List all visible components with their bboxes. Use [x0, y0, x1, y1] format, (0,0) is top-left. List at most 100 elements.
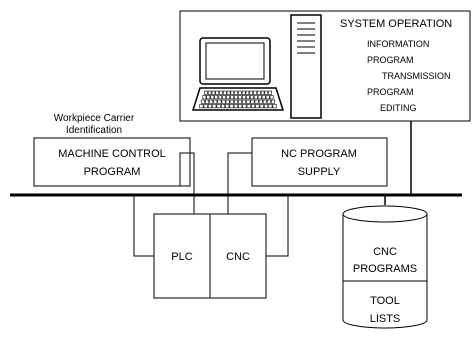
keyboard-key	[204, 90, 208, 95]
keyboard-key	[216, 104, 221, 109]
keyboard-key	[269, 95, 274, 100]
keyboard-key	[207, 104, 213, 109]
keyboard-key	[246, 99, 251, 104]
keyboard-key	[271, 99, 276, 104]
keyboard-key	[268, 104, 273, 109]
database-cylinder-icon	[342, 205, 428, 329]
keyboard-key	[246, 104, 251, 109]
keyboard-key	[217, 99, 222, 104]
keyboard-key	[226, 95, 230, 100]
keyboard-key	[218, 95, 223, 100]
editing-label: EDITING	[380, 103, 417, 113]
workstation-box	[179, 10, 471, 122]
keyboard-key	[249, 90, 254, 95]
machine-control-to-plc-connector	[179, 152, 195, 214]
program-label-2: PROGRAM	[367, 87, 414, 97]
program-label-1: PROGRAM	[367, 55, 414, 65]
keyboard-key	[245, 90, 250, 95]
keyboard-key	[258, 99, 263, 104]
keyboard-key	[264, 90, 269, 95]
keyboard-key	[238, 104, 243, 109]
nc-program-supply-box	[251, 137, 388, 187]
machine-control-label: MACHINE CONTROL	[58, 148, 166, 160]
keyboard-key	[230, 95, 234, 100]
keyboard-key	[234, 95, 238, 100]
keyboard-key	[207, 90, 212, 95]
keyboard-key	[259, 104, 264, 109]
keyboard-key	[238, 90, 242, 95]
tool-lists-label-2: LISTS	[370, 313, 401, 325]
keyboard-key	[219, 90, 223, 95]
keyboard-key	[233, 99, 238, 104]
keyboard-key	[251, 104, 256, 109]
keyboard-key	[254, 99, 259, 104]
computer-monitor-icon	[199, 37, 271, 85]
keyboard-key	[253, 95, 258, 100]
transmission-label: TRANSMISSION	[382, 71, 451, 81]
keyboard-key	[253, 90, 257, 95]
keyboard-key	[215, 90, 220, 95]
keyboard-key	[250, 99, 255, 104]
keyboard-key	[225, 104, 230, 109]
cnc-programs-label-2: PROGRAMS	[353, 263, 417, 275]
keyboard-key	[256, 90, 261, 95]
workpiece-carrier-label: Workpiece Carrier	[54, 113, 135, 124]
nc-supply-to-cnc-connector	[227, 152, 252, 214]
nc-program-label: NC PROGRAM	[281, 148, 357, 160]
keyboard-key	[238, 99, 243, 104]
keyboard-key	[214, 95, 219, 100]
keyboard-key	[222, 95, 227, 100]
keyboard-key	[229, 104, 234, 109]
keyboard-key	[262, 99, 267, 104]
keyboard-key	[272, 104, 277, 109]
keyboard-key	[226, 90, 231, 95]
keyboard-key	[222, 90, 227, 95]
keyboard-key	[246, 95, 250, 100]
keyboard-key	[241, 90, 246, 95]
keyboard-key	[234, 90, 238, 95]
supply-label: SUPPLY	[298, 166, 341, 178]
keyboard-key	[249, 95, 254, 100]
keyboard-key	[200, 99, 205, 104]
keyboard-key	[199, 104, 204, 109]
keyboard-key	[260, 90, 265, 95]
keyboard-key	[221, 99, 226, 104]
keyboard-key	[255, 104, 260, 109]
machine-control-program-label: PROGRAM	[84, 166, 141, 178]
keyboard-key	[229, 99, 234, 104]
keyboard-key	[225, 99, 230, 104]
computer-tower-icon	[290, 14, 322, 119]
keyboard-key	[203, 104, 208, 109]
keyboard-key	[242, 99, 247, 104]
keyboard-key	[238, 95, 242, 100]
plc-label: PLC	[171, 251, 192, 263]
keyboard-key	[206, 95, 211, 100]
information-label: INFORMATION	[367, 39, 429, 49]
keyboard-key	[242, 95, 246, 100]
keyboard-key	[202, 95, 207, 100]
keyboard-key	[220, 104, 225, 109]
keyboard-key	[209, 99, 214, 104]
bus-to-cnc-connector	[266, 195, 289, 257]
keyboard-key	[205, 99, 209, 104]
keyboard-key	[268, 90, 272, 95]
keyboard-key	[265, 95, 270, 100]
system-operation-label: SYSTEM OPERATION	[340, 18, 452, 30]
keyboard-key	[242, 104, 247, 109]
tool-lists-label-1: TOOL	[370, 295, 400, 307]
cnc-label: CNC	[226, 251, 250, 263]
machine-control-program-box	[33, 137, 191, 187]
keyboard-icon	[191, 87, 285, 111]
keyboard-key	[212, 104, 217, 109]
cnc-programs-label-1: CNC	[373, 246, 397, 258]
keyboard-key	[257, 95, 262, 100]
keyboard-key	[213, 99, 218, 104]
bus-to-plc-connector	[133, 195, 154, 257]
keyboard-key	[230, 90, 235, 95]
keyboard-key	[263, 104, 269, 109]
keyboard-key	[211, 90, 216, 95]
identification-label: Identification	[66, 125, 122, 136]
keyboard-key	[267, 99, 271, 104]
keyboard-key	[210, 95, 215, 100]
